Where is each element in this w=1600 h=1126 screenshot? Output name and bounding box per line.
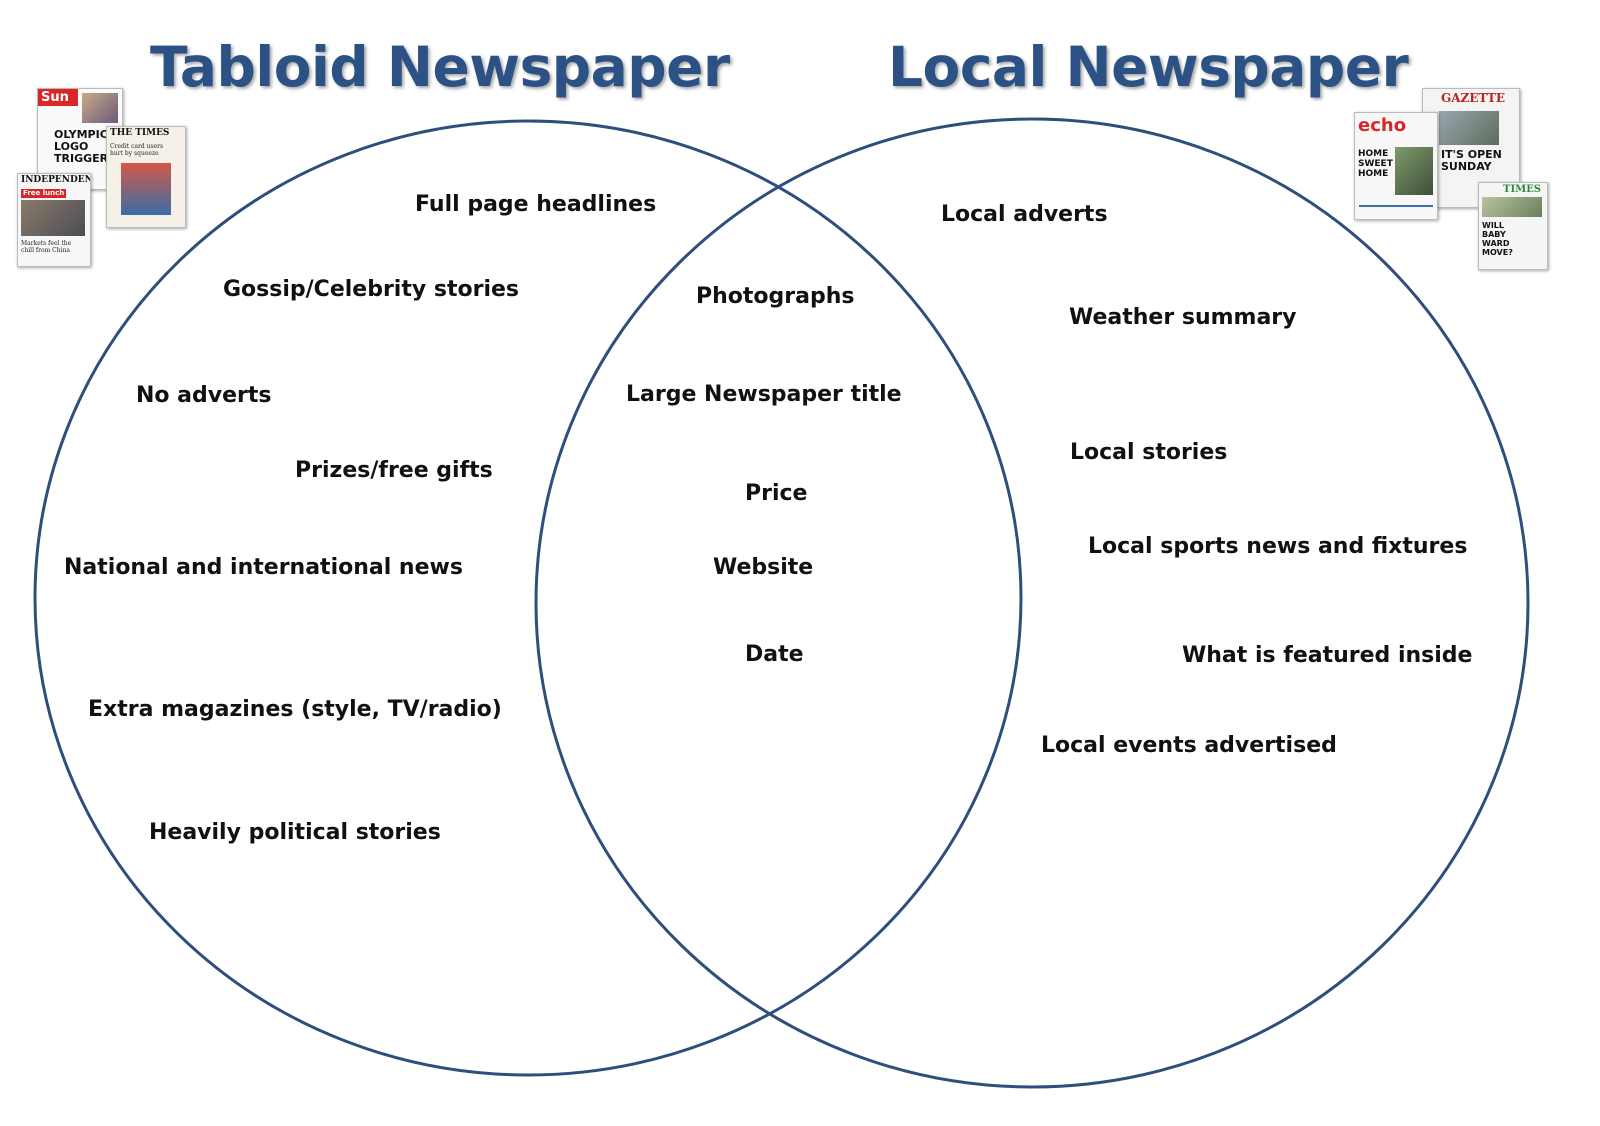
local-title: Local Newspaper [888,35,1409,99]
independent-tag: Free lunch [21,189,67,198]
local-item: What is featured inside [1182,643,1473,668]
times-headline: Credit card users hurt by squeeze [110,143,164,157]
local-item: Local stories [1070,440,1228,465]
times-local-headline: WILL BABY WARD MOVE? [1482,221,1513,257]
times-local-masthead: TIMES [1503,184,1542,195]
independent-caption: Markets feel the chill from China [21,240,72,254]
local-item: Weather summary [1069,305,1297,330]
tabloid-item: National and international news [64,555,463,580]
times-local-front-page-image: TIMES WILL BABY WARD MOVE? [1478,182,1548,270]
times-masthead: THE TIMES [110,128,170,138]
echo-headline: HOME SWEET HOME [1358,149,1393,179]
photo-icon [1482,197,1542,217]
tabloid-item: Gossip/Celebrity stories [223,277,520,302]
photo-icon [1395,147,1433,195]
footer-bar [1359,205,1433,207]
tabloid-item: Prizes/free gifts [295,458,493,483]
shared-item: Website [713,555,814,580]
local-circle [534,117,1530,1089]
shared-item: Large Newspaper title [626,382,902,407]
independent-front-page-image: INDEPENDENT Free lunch Markets feel the … [17,173,91,267]
photo-icon [21,200,85,236]
tabloid-item: Full page headlines [415,192,657,217]
photo-icon [1439,111,1499,145]
echo-masthead: echo [1358,115,1407,136]
local-item: Local events advertised [1041,733,1337,758]
tabloid-item: Heavily political stories [149,820,441,845]
tabloid-item: No adverts [136,383,272,408]
shared-item: Date [745,642,804,667]
tabloid-circle [33,119,1023,1077]
echo-front-page-image: echo HOME SWEET HOME [1354,112,1438,220]
chart-image-icon [121,163,171,215]
shared-item: Price [745,481,808,506]
gazette-masthead: GAZETTE [1441,91,1506,105]
times-front-page-image: THE TIMES Credit card users hurt by sque… [106,126,186,228]
sun-headline: OLYMPIC LOGO TRIGGER [54,128,109,165]
photo-icon [82,93,118,123]
local-item: Local sports news and fixtures [1088,534,1468,559]
independent-masthead: INDEPENDENT [21,175,90,185]
tabloid-title: Tabloid Newspaper [150,35,730,99]
tabloid-item: Extra magazines (style, TV/radio) [88,697,502,722]
gazette-headline: IT'S OPEN SUNDAY [1441,148,1502,173]
local-item: Local adverts [941,202,1108,227]
sun-masthead: Sun [38,89,78,106]
shared-item: Photographs [696,284,855,309]
